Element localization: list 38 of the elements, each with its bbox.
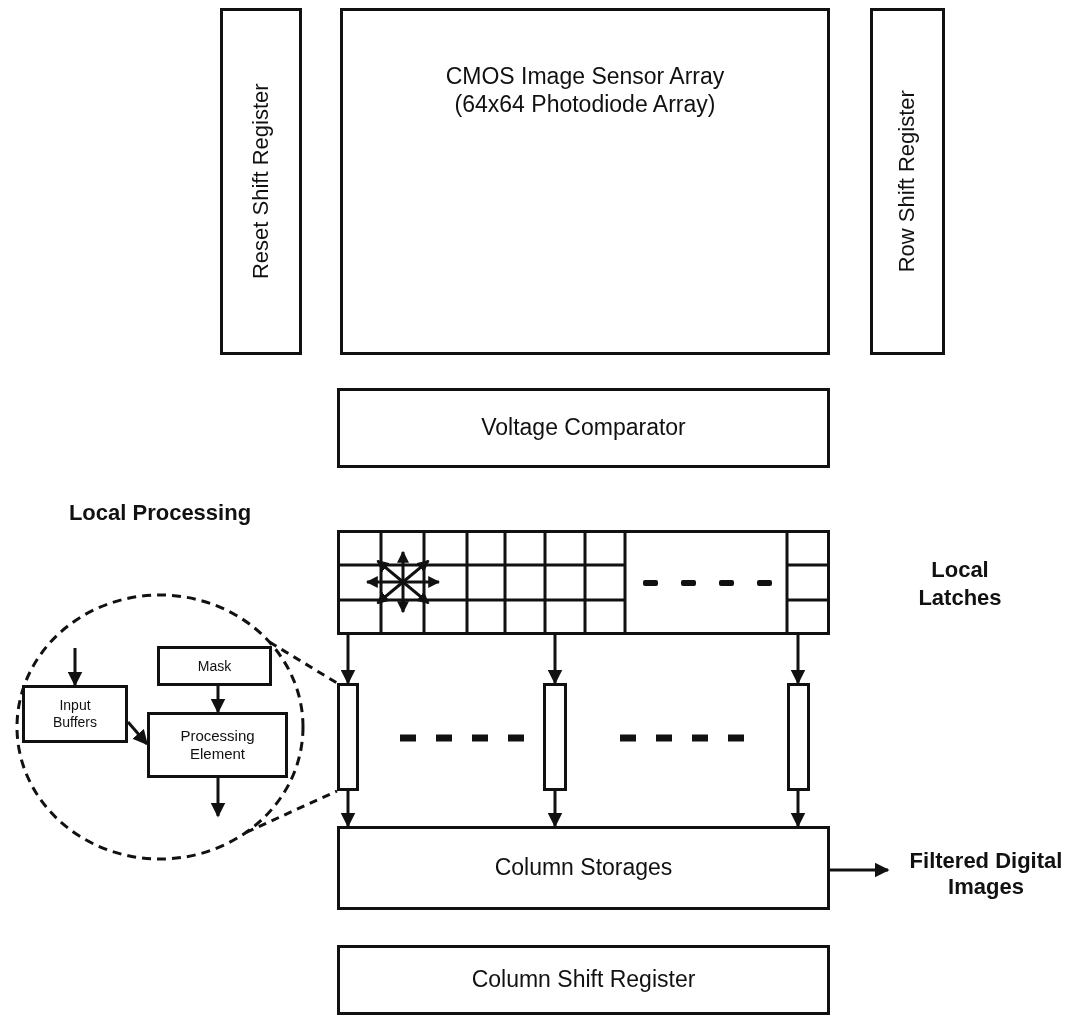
arrow bbox=[790, 791, 806, 828]
block-box bbox=[337, 388, 830, 468]
arrow bbox=[210, 778, 226, 818]
block-box bbox=[340, 8, 830, 355]
block-label: (64x64 Photodiode Array) bbox=[454, 90, 716, 119]
block-label: Column Storages bbox=[494, 854, 673, 882]
column-processor-bar bbox=[543, 683, 567, 791]
block-label: Voltage Comparator bbox=[481, 414, 686, 442]
block-box bbox=[220, 8, 302, 355]
column-processor-bar bbox=[337, 683, 359, 791]
column-processor-bar bbox=[787, 683, 810, 791]
arrow bbox=[830, 862, 890, 878]
arrow bbox=[67, 648, 83, 687]
arrow bbox=[126, 721, 149, 746]
block-box bbox=[22, 685, 128, 743]
leader-line bbox=[245, 789, 338, 834]
latch-grid bbox=[337, 530, 830, 635]
block-label: Input Buffers bbox=[51, 697, 99, 731]
block-box bbox=[337, 826, 830, 910]
arrow bbox=[340, 791, 356, 828]
arrow bbox=[790, 635, 806, 685]
group-heading: Local Processing bbox=[67, 500, 253, 527]
block-label: CMOS Image Sensor Array bbox=[445, 63, 725, 91]
block-label: Processing Element bbox=[179, 727, 256, 763]
block-box bbox=[157, 646, 272, 686]
block-box bbox=[147, 712, 288, 778]
arrow bbox=[340, 635, 356, 685]
block-label: Filtered Digital Images bbox=[908, 847, 1064, 901]
arrow bbox=[210, 686, 226, 714]
arrow bbox=[547, 791, 563, 828]
block-label: Row Shift Register bbox=[894, 90, 921, 273]
block-label: Column Shift Register bbox=[471, 966, 696, 994]
block-label: Mask bbox=[197, 657, 232, 675]
arrow bbox=[547, 635, 563, 685]
block-box bbox=[337, 945, 830, 1015]
side-label: Local Latches bbox=[917, 556, 1003, 611]
block-box bbox=[870, 8, 945, 355]
block-label: Reset Shift Register bbox=[247, 83, 274, 280]
